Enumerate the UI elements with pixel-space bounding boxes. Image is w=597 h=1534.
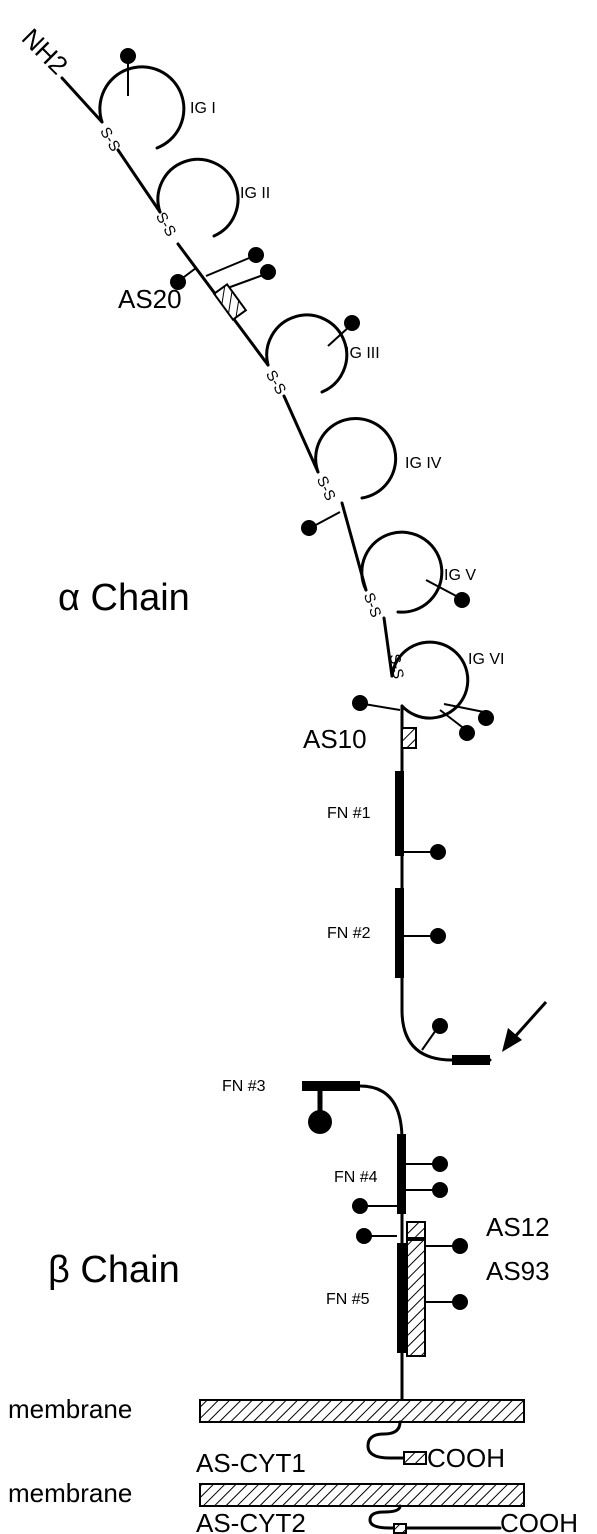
glycan-dot (454, 592, 470, 608)
glycan-stem (311, 511, 341, 528)
fn4-bar (397, 1134, 406, 1214)
glycan-stem (443, 703, 485, 713)
glycan-dot (432, 1018, 448, 1034)
glycan-dot (459, 725, 475, 741)
as10-label: AS10 (303, 724, 367, 754)
ig-loop-5 (360, 530, 444, 614)
glycan-dot-large (308, 1110, 332, 1134)
beta-chain-label: β Chain (48, 1249, 180, 1291)
glycan-dot (432, 1156, 448, 1172)
ig-loop-2 (156, 157, 240, 238)
as12-segment (406, 1221, 426, 1239)
membrane-1 (199, 1399, 525, 1423)
nh2-label: NH2 (16, 22, 74, 80)
fn3-label: FN #3 (222, 1078, 266, 1095)
membrane-label-1: membrane (8, 1394, 132, 1424)
cyt2-cooh: COOH (500, 1508, 578, 1534)
ss-bond-5: S-S (360, 590, 385, 619)
as93-label: AS93 (486, 1256, 550, 1286)
cyt1-cooh: COOH (427, 1443, 505, 1473)
ig-label-3: IG III (345, 345, 380, 362)
glycan-dot (301, 520, 317, 536)
glycan-dot (248, 247, 264, 263)
ig-loop-6 (390, 640, 470, 720)
ig-label-2: IG II (240, 185, 270, 202)
glycan-dot (430, 928, 446, 944)
glycan-dot (452, 1294, 468, 1310)
cyt1-tail (366, 1420, 422, 1460)
glycan-dot (352, 1198, 368, 1214)
glycan-stem (425, 579, 461, 599)
ig-loop-3 (265, 313, 349, 394)
as20-segment (212, 282, 248, 322)
fn2-label: FN #2 (327, 925, 371, 942)
ss-bond-2: S-S (152, 209, 179, 239)
glycan-dot (344, 315, 360, 331)
cyt2-label: AS-CYT2 (196, 1508, 306, 1534)
chain-segment (400, 704, 492, 1062)
as12-label: AS12 (486, 1212, 550, 1242)
glycan-stem (205, 255, 255, 277)
glycan-dot (352, 695, 368, 711)
glycan-stem (327, 325, 351, 347)
chain-segment (60, 76, 104, 124)
fn4-label: FN #4 (334, 1169, 378, 1186)
glycan-dot (430, 844, 446, 860)
membrane-label-2: membrane (8, 1478, 132, 1508)
ig-label-6: IG VI (468, 651, 504, 668)
cleavage-arrowhead (502, 1028, 522, 1052)
glycan-dot (478, 710, 494, 726)
ss-bond-6: S-S (386, 653, 407, 681)
fn2-bar (395, 888, 404, 978)
chain-segment (382, 616, 394, 678)
ss-bond-4: S-S (313, 474, 339, 504)
glycan-dot (120, 48, 136, 64)
glycan-dot (356, 1228, 372, 1244)
fn1-bar (395, 771, 404, 856)
as93-segment (406, 1239, 426, 1357)
glycan-stem (439, 709, 467, 731)
chain-segment (116, 148, 162, 214)
as10-segment (401, 727, 417, 749)
alpha-chain-label: α Chain (58, 577, 190, 619)
ss-bond-3: S-S (262, 367, 289, 397)
glycan-stem (363, 703, 401, 711)
ig-label-4: IG IV (405, 455, 442, 472)
ig-loop-1 (98, 65, 186, 150)
membrane-2 (199, 1483, 525, 1507)
cyt1-hatch (403, 1451, 427, 1465)
cyt2-hatch (393, 1523, 407, 1534)
glycan-dot (432, 1182, 448, 1198)
ig-loop-4 (314, 417, 398, 500)
fn1-label: FN #1 (327, 805, 371, 822)
ig-label-1: IG I (190, 100, 216, 117)
cleavage-bar (452, 1055, 490, 1065)
glycan-dot (452, 1238, 468, 1254)
fn5-label: FN #5 (326, 1291, 370, 1308)
cyt1-label: AS-CYT1 (196, 1448, 306, 1478)
glycan-stem (421, 1029, 437, 1051)
fn3-bar (302, 1081, 360, 1091)
glycan-dot (260, 264, 276, 280)
fn5-bar (397, 1243, 406, 1353)
as20-label: AS20 (118, 284, 182, 314)
chain-segment (282, 394, 320, 474)
cyt2-tail (368, 1504, 502, 1530)
cleavage-arrow (510, 1000, 548, 1042)
glycan-dot (170, 274, 186, 290)
ig-label-5: IG V (444, 567, 476, 584)
